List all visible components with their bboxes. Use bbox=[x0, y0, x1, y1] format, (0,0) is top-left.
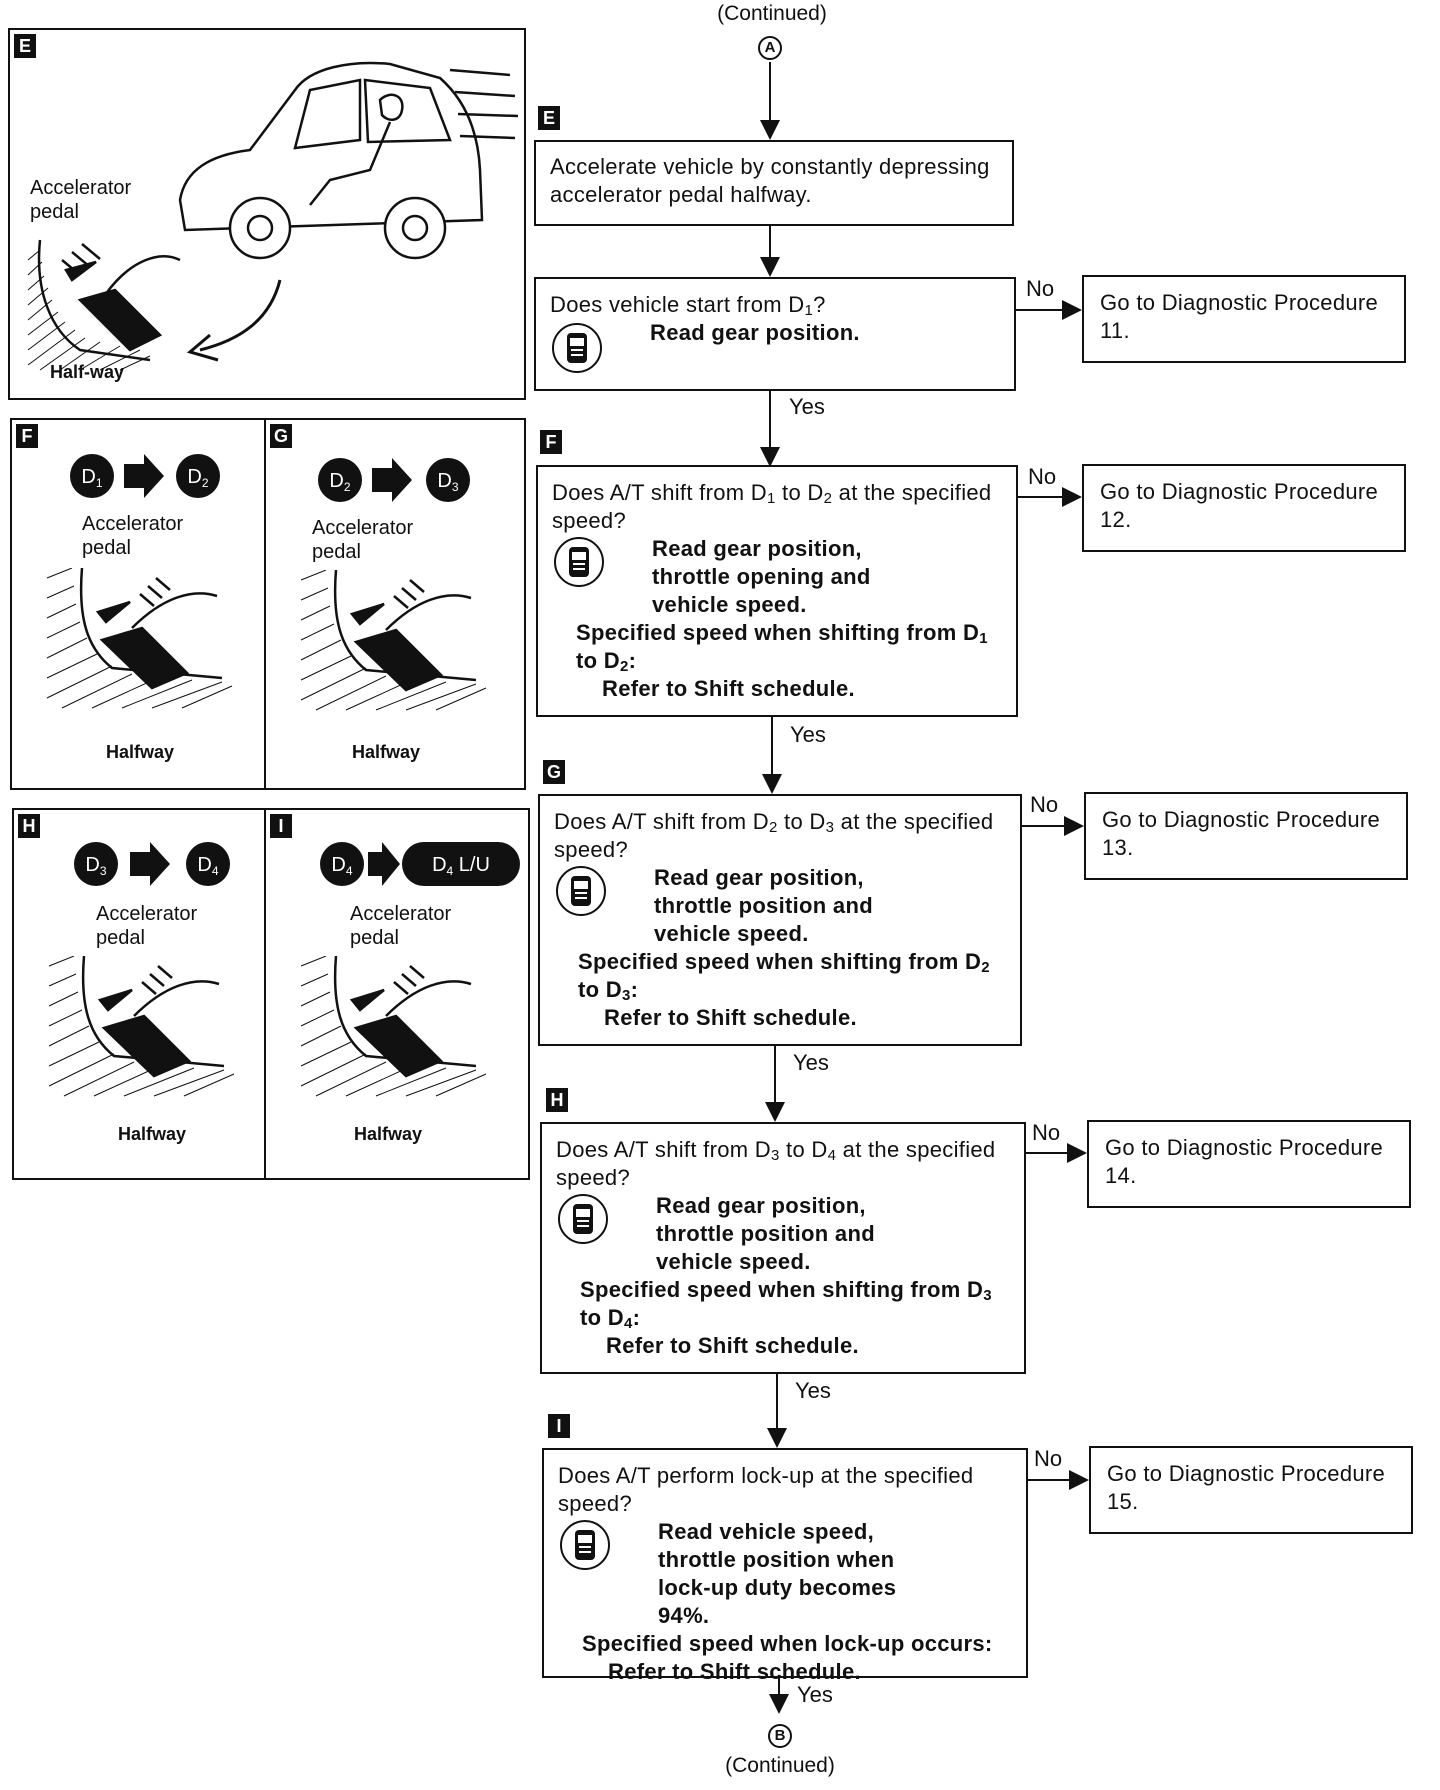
f-no-action-box: Go to Diagnostic Procedure 12. bbox=[1082, 464, 1406, 552]
step-h-check: Read gear position, throttle position an… bbox=[656, 1193, 875, 1274]
consult-icon bbox=[552, 535, 606, 596]
panel-e-pedal-label: Accelerator pedal bbox=[30, 177, 132, 223]
g-no-action-box: Go to Diagnostic Procedure 13. bbox=[1084, 792, 1408, 880]
g-no-label: No bbox=[1030, 792, 1059, 817]
h-yes-label: Yes bbox=[795, 1378, 831, 1403]
panel-h-pedal-label: Accelerator pedal bbox=[96, 903, 198, 949]
step-f-box: Does A/T shift from D1 to D2 at the spec… bbox=[536, 465, 1018, 717]
step-e-box: Accelerate vehicle by constantly depress… bbox=[534, 140, 1014, 226]
panel-g-pedal-label: Accelerator pedal bbox=[312, 517, 414, 563]
consult-icon bbox=[556, 1192, 610, 1253]
h-no-label: No bbox=[1032, 1120, 1061, 1145]
panel-f: F D1 D2 Accelerator pedal Halfway bbox=[10, 418, 266, 790]
step-tag-i: I bbox=[548, 1414, 570, 1438]
connector-a-icon: A bbox=[758, 36, 782, 60]
step-i-box: Does A/T perform lock-up at the specifie… bbox=[542, 1448, 1028, 1684]
step-f-question: Does A/T shift from D1 to D2 at the spec… bbox=[552, 480, 992, 533]
top-continued-label: (Continued) bbox=[717, 2, 827, 25]
f-no-action: Go to Diagnostic Procedure 12. bbox=[1100, 479, 1379, 532]
f-yes-label: Yes bbox=[790, 722, 826, 747]
i-no-label: No bbox=[1034, 1446, 1063, 1471]
panel-g-pedal-icon bbox=[300, 570, 487, 711]
panel-i-position-label: Halfway bbox=[353, 1124, 423, 1144]
consult-icon bbox=[550, 321, 604, 382]
connector-b-icon: B bbox=[768, 1724, 792, 1748]
panel-tag-i: I bbox=[270, 814, 292, 838]
panel-e: E Accelerator pedal Half-way bbox=[8, 28, 526, 400]
g-no-action: Go to Diagnostic Procedure 13. bbox=[1102, 807, 1381, 860]
step-tag-g: G bbox=[543, 760, 565, 784]
step-tag-e: E bbox=[538, 106, 560, 130]
panel-i-pedal-icon bbox=[300, 956, 487, 1097]
step-i-spec-title: Specified speed when lock-up occurs: bbox=[582, 1631, 993, 1656]
panel-h: H D3 D4 Accelerator pedal Halfway bbox=[12, 808, 266, 1180]
step-f-spec-ref: Refer to Shift schedule. bbox=[602, 676, 855, 701]
panel-i-shift-diagram: D4 D4 L/U bbox=[320, 842, 520, 886]
i-no-action: Go to Diagnostic Procedure 15. bbox=[1107, 1461, 1386, 1514]
step-g-spec-title: Specified speed when shifting from D2 to… bbox=[578, 949, 990, 1004]
panel-tag-e: E bbox=[14, 34, 36, 58]
start-no-label: No bbox=[1026, 276, 1055, 301]
h-no-action: Go to Diagnostic Procedure 14. bbox=[1105, 1135, 1384, 1188]
step-i-question: Does A/T perform lock-up at the specifie… bbox=[558, 1463, 974, 1516]
panel-f-pedal-icon bbox=[46, 568, 233, 709]
svg-text:D4 L/U: D4 L/U bbox=[432, 854, 490, 878]
panel-g-shift-diagram: D2 D3 bbox=[318, 458, 470, 502]
step-h-box: Does A/T shift from D3 to D4 at the spec… bbox=[540, 1122, 1026, 1374]
i-yes-label: Yes bbox=[797, 1682, 833, 1707]
step-start-check: Read gear position. bbox=[650, 320, 860, 345]
step-h-spec-ref: Refer to Shift schedule. bbox=[606, 1333, 859, 1358]
panel-e-position-label: Half-way bbox=[50, 362, 125, 382]
start-no-action-box: Go to Diagnostic Procedure 11. bbox=[1082, 275, 1406, 363]
step-g-spec-ref: Refer to Shift schedule. bbox=[604, 1005, 857, 1030]
step-tag-h: H bbox=[546, 1088, 568, 1112]
panel-tag-f: F bbox=[16, 424, 38, 448]
consult-icon bbox=[554, 864, 608, 925]
car-driver-illustration bbox=[27, 61, 519, 371]
start-yes-label: Yes bbox=[789, 394, 825, 419]
consult-icon bbox=[558, 1518, 612, 1579]
panel-g: G D2 D3 Accelerator pedal Halfway bbox=[264, 418, 526, 790]
panel-h-pedal-icon bbox=[48, 956, 235, 1097]
panel-i: I D4 D4 L/U Accelerator pedal Halfway bbox=[264, 808, 530, 1180]
panel-i-pedal-label: Accelerator pedal bbox=[350, 903, 452, 949]
step-h-spec-title: Specified speed when shifting from D3 to… bbox=[580, 1277, 992, 1332]
panel-f-position-label: Halfway bbox=[105, 742, 175, 762]
step-f-spec-title: Specified speed when shifting from D1 to… bbox=[576, 620, 988, 675]
h-no-action-box: Go to Diagnostic Procedure 14. bbox=[1087, 1120, 1411, 1208]
panel-h-shift-diagram: D3 D4 bbox=[74, 842, 230, 886]
step-i-check: Read vehicle speed, throttle position wh… bbox=[658, 1519, 897, 1628]
start-no-action: Go to Diagnostic Procedure 11. bbox=[1100, 290, 1379, 343]
panel-h-position-label: Halfway bbox=[117, 1124, 187, 1144]
step-i-spec-ref: Refer to Shift schedule. bbox=[608, 1659, 861, 1684]
f-no-label: No bbox=[1028, 464, 1057, 489]
step-start-box: Does vehicle start from D1? Read gear po… bbox=[534, 277, 1016, 391]
step-g-box: Does A/T shift from D2 to D3 at the spec… bbox=[538, 794, 1022, 1046]
i-no-action-box: Go to Diagnostic Procedure 15. bbox=[1089, 1446, 1413, 1534]
panel-g-position-label: Halfway bbox=[351, 742, 421, 762]
g-yes-label: Yes bbox=[793, 1050, 829, 1075]
step-g-question: Does A/T shift from D2 to D3 at the spec… bbox=[554, 809, 994, 862]
step-tag-f: F bbox=[540, 430, 562, 454]
panel-f-shift-diagram: D1 D2 bbox=[70, 454, 220, 498]
panel-tag-g: G bbox=[270, 424, 292, 448]
step-e-text: Accelerate vehicle by constantly depress… bbox=[550, 154, 990, 207]
bottom-continued-label: (Continued) bbox=[725, 1754, 835, 1777]
step-h-question: Does A/T shift from D3 to D4 at the spec… bbox=[556, 1137, 996, 1190]
panel-f-pedal-label: Accelerator pedal bbox=[82, 513, 184, 559]
step-f-check: Read gear position, throttle opening and… bbox=[652, 536, 871, 617]
step-g-check: Read gear position, throttle position an… bbox=[654, 865, 873, 946]
step-start-question: Does vehicle start from D1? bbox=[550, 292, 826, 319]
panel-tag-h: H bbox=[18, 814, 40, 838]
